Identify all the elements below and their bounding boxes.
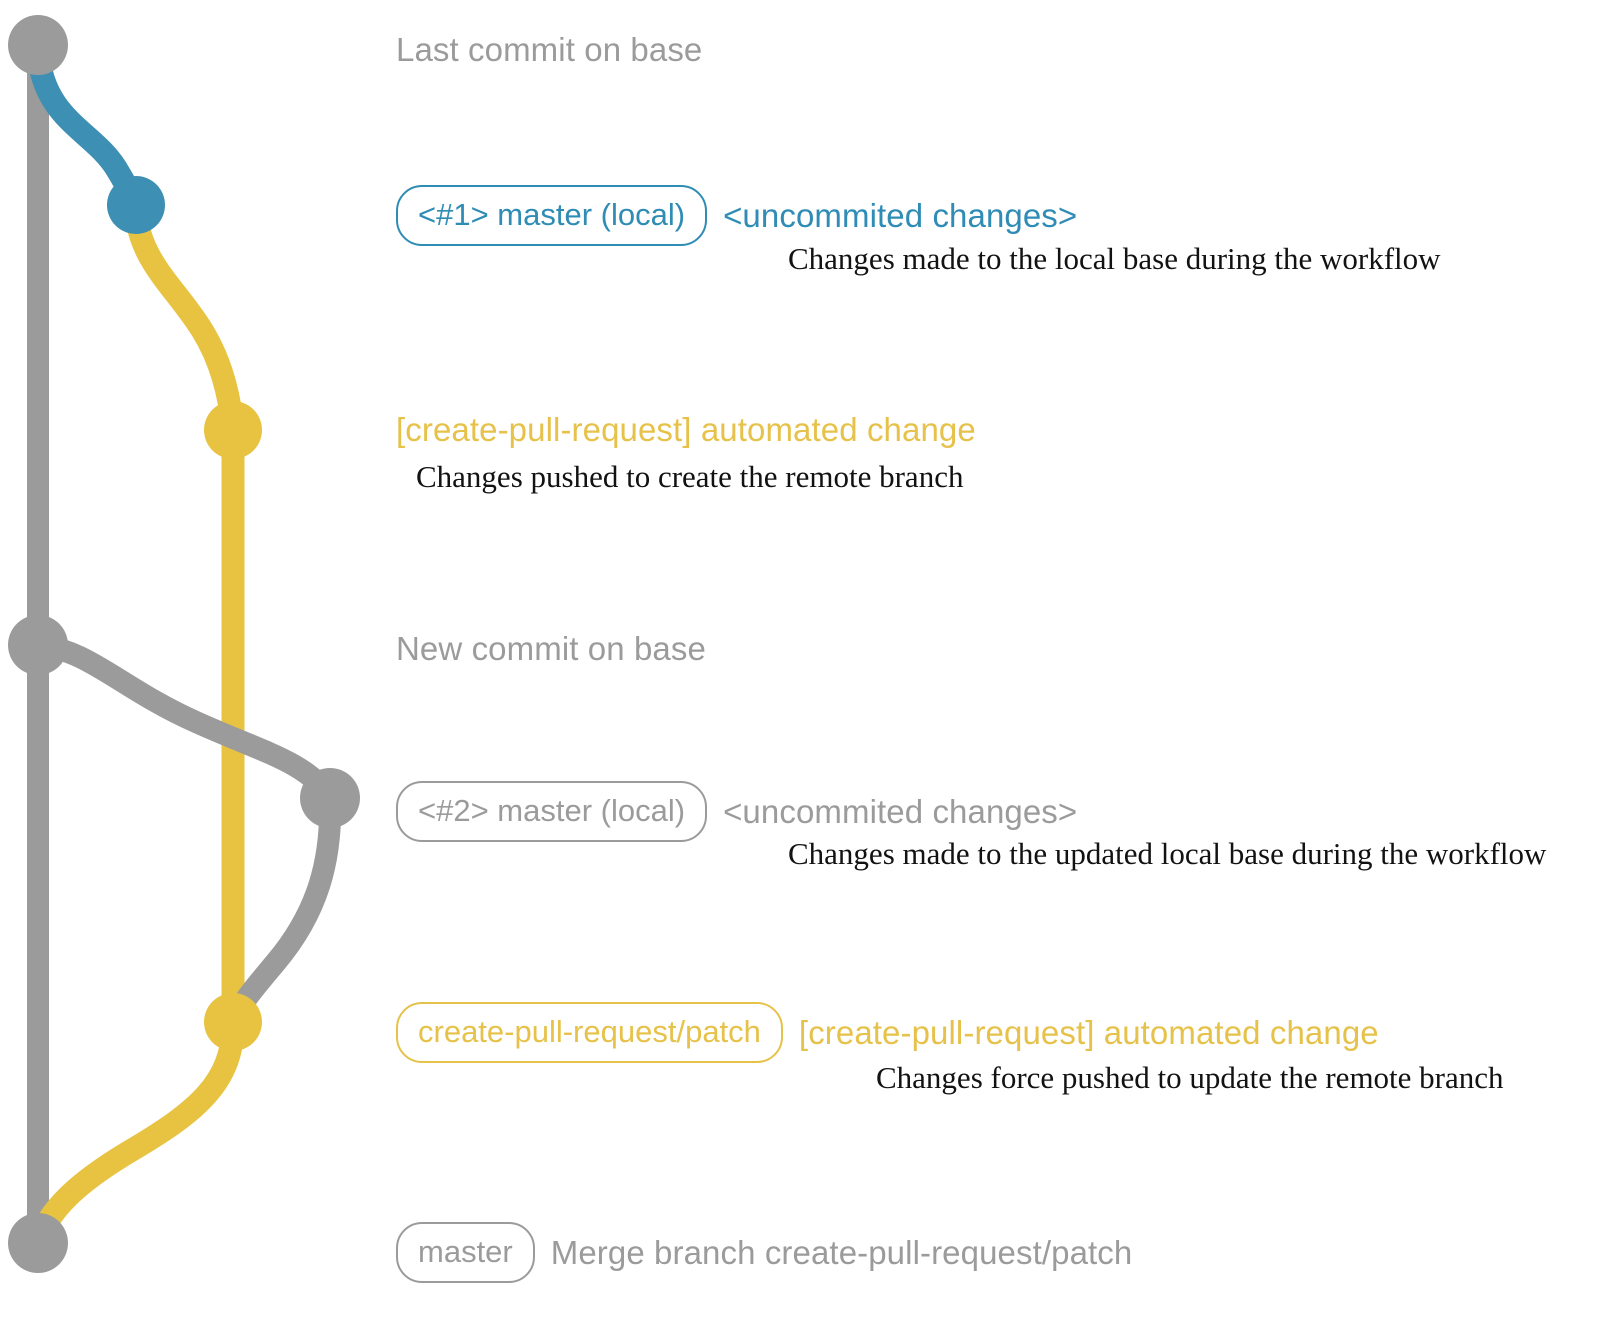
ref-badge-master[interactable]: master xyxy=(396,1222,535,1283)
edge-local1-to-patch1 xyxy=(124,200,245,442)
edge-basenew-to-local2 xyxy=(27,634,341,809)
ref-badge-patch-2[interactable]: create-pull-request/patch xyxy=(396,1002,783,1063)
commit-caption-patch-2: Changes force pushed to update the remot… xyxy=(876,1060,1504,1095)
commit-caption-local-1: Changes made to the local base during th… xyxy=(788,241,1441,276)
commit-row-patch-2: create-pull-request/patch [create-pull-r… xyxy=(396,1002,1379,1063)
commit-row-local-1: <#1> master (local) <uncommited changes> xyxy=(396,185,1077,246)
commit-row-patch-1: [create-pull-request] automated change xyxy=(396,413,976,446)
commit-node-base-new[interactable] xyxy=(8,615,68,675)
ref-badge-local-2[interactable]: <#2> master (local) xyxy=(396,781,708,842)
commit-caption-local-2: Changes made to the updated local base d… xyxy=(788,836,1547,871)
commit-subject-master-merge: Merge branch create-pull-request/patch xyxy=(550,1234,1133,1271)
commit-node-local-2[interactable] xyxy=(300,768,360,828)
commit-caption-patch-1: Changes pushed to create the remote bran… xyxy=(416,459,964,494)
commit-subject-base-last: Last commit on base xyxy=(396,31,703,68)
commit-node-master-merge[interactable] xyxy=(8,1213,68,1273)
ref-badge-local-1[interactable]: <#1> master (local) xyxy=(396,185,708,246)
commit-subject-patch-2: [create-pull-request] automated change xyxy=(798,1014,1379,1051)
commit-row-master-merge: master Merge branch create-pull-request/… xyxy=(396,1222,1132,1283)
commit-node-local-1[interactable] xyxy=(107,176,165,234)
commit-node-patch-1[interactable] xyxy=(204,401,262,459)
commit-subject-base-new: New commit on base xyxy=(396,630,706,667)
edge-patch2-to-master xyxy=(26,1010,245,1255)
commit-row-base-last: Last commit on base xyxy=(396,33,702,66)
commit-node-patch-2[interactable] xyxy=(204,993,262,1051)
commit-row-base-new: New commit on base xyxy=(396,632,706,665)
commit-row-local-2: <#2> master (local) <uncommited changes> xyxy=(396,781,1077,842)
commit-subject-local-2: <uncommited changes> xyxy=(723,793,1078,830)
commit-subject-local-1: <uncommited changes> xyxy=(723,197,1078,234)
commit-node-base-last[interactable] xyxy=(8,15,68,75)
commit-subject-patch-1: [create-pull-request] automated change xyxy=(396,411,976,448)
